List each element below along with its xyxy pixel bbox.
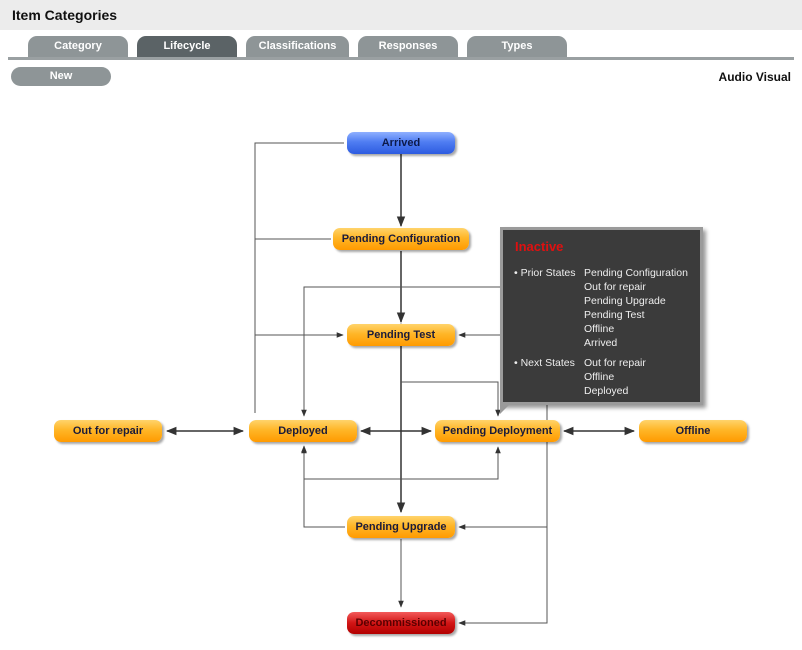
node-decommissioned[interactable]: Decommissioned: [347, 612, 455, 634]
tab-classifications[interactable]: Classifications: [246, 36, 349, 57]
edge-pendingtest-pendingdeployment: [401, 381, 501, 417]
page-header: Item Categories: [0, 0, 802, 30]
tab-responses[interactable]: Responses: [358, 36, 458, 57]
tab-category[interactable]: Category: [28, 36, 128, 57]
state-tooltip: Inactive • Prior States Pending Configur…: [500, 227, 703, 405]
node-out-for-repair[interactable]: Out for repair: [54, 420, 162, 442]
tooltip-prior-state: Out for repair: [584, 281, 646, 293]
tooltip-prior-state: Offline: [584, 323, 615, 335]
tooltip-next-label: • Next States: [514, 357, 575, 369]
page-title: Item Categories: [12, 7, 118, 23]
node-arrived[interactable]: Arrived: [347, 132, 455, 154]
tooltip-prior-label: • Prior States: [514, 267, 576, 279]
tooltip-prior-state: Arrived: [584, 337, 618, 349]
node-offline[interactable]: Offline: [639, 420, 747, 442]
node-pending-upgrade[interactable]: Pending Upgrade: [347, 516, 455, 538]
tooltip-title: Inactive: [515, 239, 564, 254]
edge-pendingdeployment-pendingupgrade: [458, 443, 548, 530]
tooltip-next-state: Offline: [584, 371, 615, 383]
edge-deployed-arrived: [254, 142, 344, 413]
new-button[interactable]: New: [11, 67, 111, 86]
tab-lifecycle[interactable]: Lifecycle: [137, 36, 237, 57]
tooltip-next-state: Out for repair: [584, 357, 646, 369]
tooltip-next-state: Deployed: [584, 385, 629, 397]
tooltip-pointer: [500, 402, 512, 414]
node-deployed[interactable]: Deployed: [249, 420, 357, 442]
tab-bar: Category Lifecycle Classifications Respo…: [0, 36, 802, 60]
edge-pendingupgrade-deployed: [301, 446, 345, 528]
node-pending-deployment[interactable]: Pending Deployment: [435, 420, 560, 442]
tab-types[interactable]: Types: [467, 36, 567, 57]
node-pending-configuration[interactable]: Pending Configuration: [333, 228, 469, 250]
tooltip-prior-state: Pending Configuration: [584, 267, 688, 279]
tab-underline: [8, 57, 794, 60]
edge-pendingdeployment-decommissioned: [458, 527, 548, 626]
category-name: Audio Visual: [718, 70, 791, 84]
tooltip-prior-state: Pending Test: [584, 309, 645, 321]
edge-pendingtest-deployed: [301, 286, 500, 417]
tooltip-prior-state: Pending Upgrade: [584, 295, 666, 307]
node-pending-test[interactable]: Pending Test: [347, 324, 455, 346]
